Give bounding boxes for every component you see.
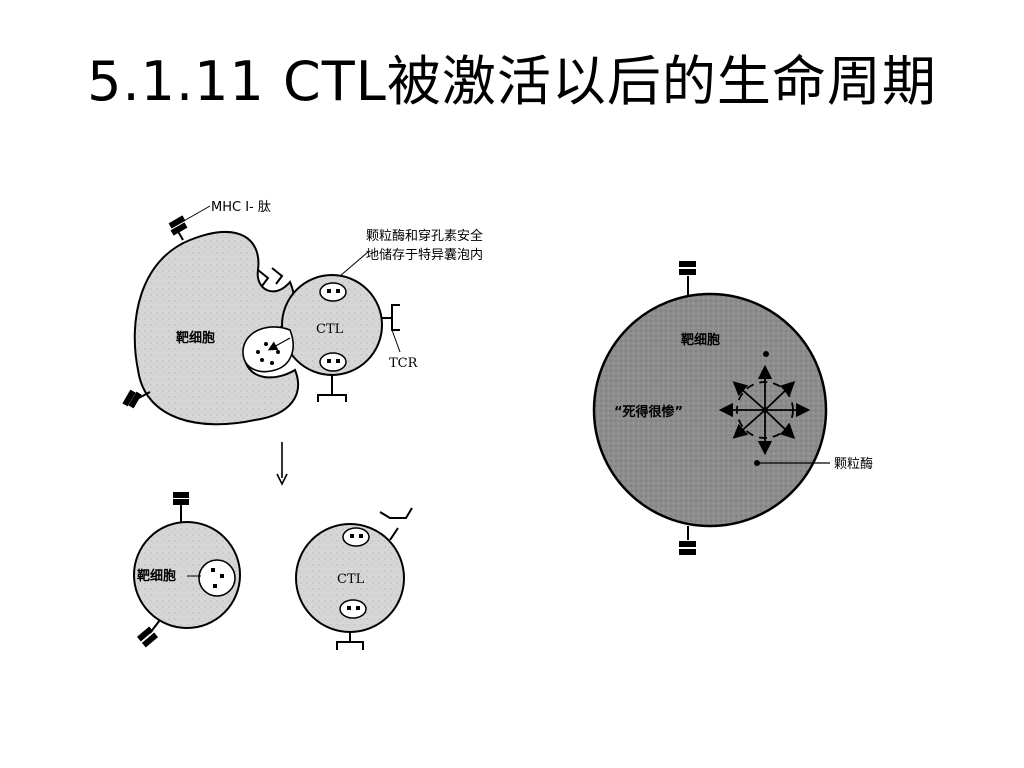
dying-target-mhc-top xyxy=(679,261,696,295)
lower-target-mhc-bottom xyxy=(136,619,161,648)
lower-ctl-label: CTL xyxy=(337,572,365,587)
granule-note-line2: 地储存于特异囊泡内 xyxy=(366,247,483,263)
lower-target-label: 靶细胞 xyxy=(137,568,176,584)
transition-arrow xyxy=(276,442,288,486)
lower-ctl-receptor-bottom xyxy=(336,632,364,650)
left-panel-bottom: 靶细胞 CTL xyxy=(133,492,413,650)
tcr-mhc-contact xyxy=(257,267,284,287)
left-panel-top: MHC Ⅰ- 肽 颗粒酶和穿孔素安全 地储存于特异囊泡内 靶细胞 CTL TCR xyxy=(122,200,483,426)
lower-target-mhc-top xyxy=(173,492,189,522)
target-cell-label: 靶细胞 xyxy=(176,330,215,346)
tcr-label: TCR xyxy=(389,356,419,371)
lower-target-vesicle xyxy=(198,559,236,597)
right-panel: 靶细胞 “死得很惨” 颗粒酶 xyxy=(592,261,873,555)
lower-ctl-tcr xyxy=(379,507,413,541)
mhc-peptide-marker xyxy=(168,215,188,241)
dying-target-mhc-bottom xyxy=(679,526,696,555)
tcr-receptor xyxy=(382,304,400,331)
target-cell-shape xyxy=(133,230,300,426)
ctl-vesicle-lower xyxy=(319,352,347,372)
mhc-label: MHC Ⅰ- 肽 xyxy=(211,200,271,215)
mhc-marker-bottom-left xyxy=(122,389,151,409)
death-label: “死得很惨” xyxy=(614,404,683,420)
granzyme-label: 颗粒酶 xyxy=(834,456,873,472)
dying-target-label: 靶细胞 xyxy=(681,332,720,348)
ctl-vesicle-upper xyxy=(319,282,347,302)
cell-disruption-center xyxy=(718,364,811,456)
lower-target-cell-shape xyxy=(133,521,241,629)
ctl-label: CTL xyxy=(316,322,344,337)
slide-title: 5.1.11 CTL被激活以后的生命周期 xyxy=(87,50,937,113)
ctl-receptor-bottom xyxy=(317,375,347,402)
granule-note-line1: 颗粒酶和穿孔素安全 xyxy=(366,228,483,244)
